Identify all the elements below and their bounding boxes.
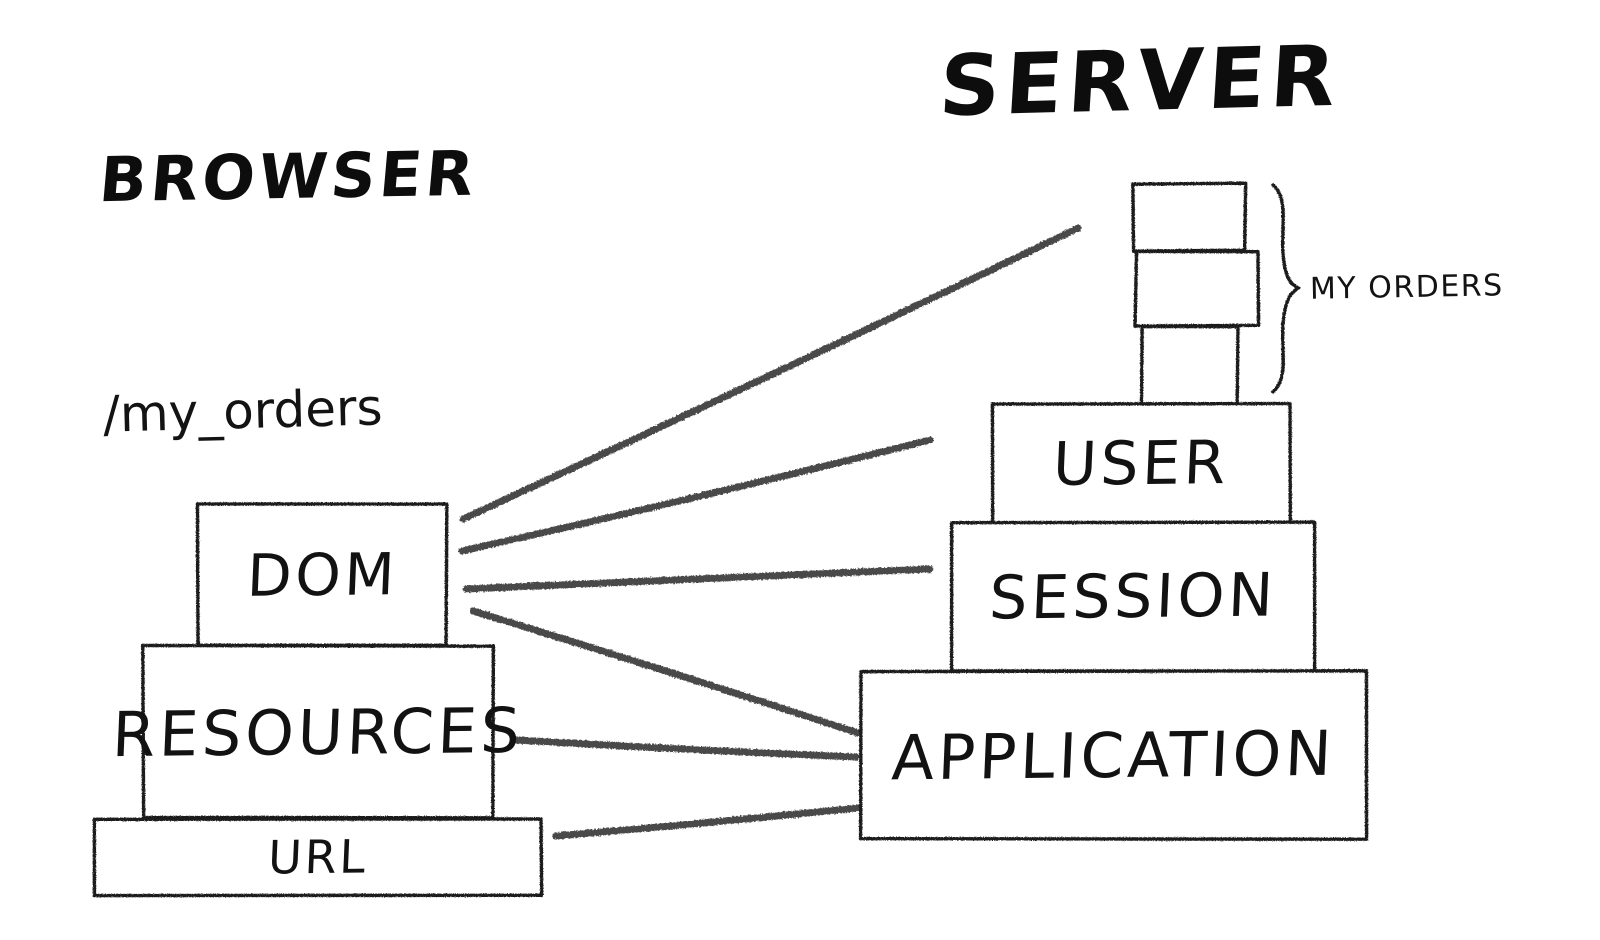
curly-brace-icon [1273, 185, 1298, 392]
server-box-application-label: APPLICATION [857, 668, 1369, 841]
connector-dom-to-application-a [473, 611, 858, 733]
browser-title: BROWSER [96, 137, 480, 217]
server-title: SERVER [937, 27, 1344, 135]
connector-dom-to-session [466, 569, 930, 589]
connector-url-to-application [556, 808, 858, 836]
connector-dom-to-user [462, 440, 930, 551]
server-box-user-label: USER [989, 402, 1292, 524]
connector-dom-to-server-top [463, 228, 1078, 519]
server-small-box-2-outline [1135, 251, 1258, 326]
browser-box-resources-label: RESOURCES [139, 644, 496, 820]
url-path-label: /my_orders [102, 378, 383, 443]
connector-resources-to-application [516, 740, 856, 757]
browser-box-dom-label: DOM [195, 503, 450, 648]
server-small-box-1-outline [1133, 183, 1246, 251]
server-box-session-label: SESSION [949, 521, 1317, 673]
browser-box-url-label: URL [93, 817, 542, 898]
my-orders-brace-label: MY ORDERS [1310, 268, 1504, 306]
server-small-box-3-outline [1142, 326, 1238, 405]
